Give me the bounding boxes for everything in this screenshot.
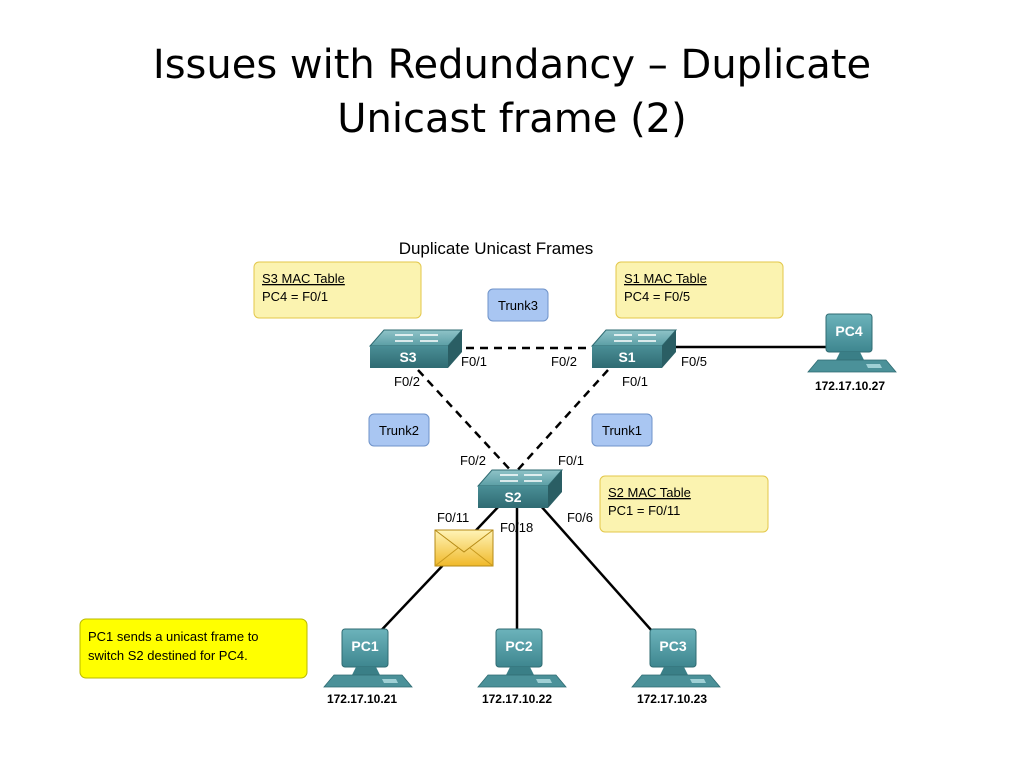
envelope-icon [434, 529, 494, 567]
slide-title-line2: Unicast frame (2) [337, 96, 687, 142]
pc3-ip: 172.17.10.23 [637, 692, 707, 706]
pc1-computer: PC1 172.17.10.21 [323, 628, 413, 706]
s1-port-f05: F0/5 [681, 354, 707, 369]
trunk3-label: Trunk3 [487, 288, 549, 322]
s2-table-title: S2 MAC Table [608, 485, 691, 500]
s1-table-title: S1 MAC Table [624, 271, 707, 286]
pc2-ip: 172.17.10.22 [482, 692, 552, 706]
s2-port-f01: F0/1 [558, 453, 584, 468]
s2-port-f06: F0/6 [567, 510, 593, 525]
pc2-computer: PC2 172.17.10.22 [477, 628, 567, 706]
switch-s3: S3 [368, 329, 464, 368]
s1-port-f01: F0/1 [622, 374, 648, 389]
pc4-computer: PC4 172.17.10.27 [807, 313, 897, 393]
port-labels: F0/1 F0/2 F0/2 F0/5 F0/1 F0/2 F0/1 F0/11… [394, 354, 707, 535]
slide-title: Issues with Redundancy – Duplicate Unica… [0, 38, 1024, 146]
s2-port-f011: F0/11 [437, 510, 469, 525]
switch-arrows-icon [500, 474, 542, 482]
s2-pc3-link [539, 504, 661, 641]
svg-text:Trunk1: Trunk1 [602, 423, 642, 438]
trunk1-link [513, 369, 609, 475]
switch-s1: S1 [590, 329, 678, 368]
trunk1-label: Trunk1 [591, 413, 653, 447]
trunk2-link [417, 369, 515, 475]
slide-title-line1: Issues with Redundancy – Duplicate [152, 42, 872, 88]
switch-arrows-icon [395, 334, 438, 342]
s3-table-title: S3 MAC Table [262, 271, 345, 286]
pc1-ip: 172.17.10.21 [327, 692, 397, 706]
svg-text:Trunk2: Trunk2 [379, 423, 419, 438]
s3-table-entry: PC4 = F0/1 [262, 289, 328, 304]
s2-pc1-link [371, 504, 501, 641]
s1-mac-table-note: S1 MAC Table PC4 = F0/5 [615, 261, 784, 319]
svg-text:Trunk3: Trunk3 [498, 298, 538, 313]
s2-table-entry: PC1 = F0/11 [608, 503, 680, 518]
pc1-label: PC1 [351, 638, 378, 654]
trunk2-label: Trunk2 [368, 413, 430, 447]
s3-port-f02: F0/2 [394, 374, 420, 389]
s3-port-f01: F0/1 [461, 354, 487, 369]
switch-s2: S2 [476, 469, 564, 508]
s2-label: S2 [504, 489, 521, 505]
pc4-ip: 172.17.10.27 [815, 379, 885, 393]
s3-mac-table-note: S3 MAC Table PC4 = F0/1 [253, 261, 422, 319]
s2-port-f018: F0/18 [500, 520, 533, 535]
pc1-sends-note: PC1 sends a unicast frame to switch S2 d… [79, 618, 308, 679]
pc4-label: PC4 [835, 323, 862, 339]
switch-arrows-icon [614, 334, 656, 342]
pc1-note-line1: PC1 sends a unicast frame to [88, 629, 259, 644]
s2-mac-table-note: S2 MAC Table PC1 = F0/11 [599, 475, 769, 533]
s1-label: S1 [618, 349, 635, 365]
pc2-label: PC2 [505, 638, 532, 654]
s2-port-f02: F0/2 [460, 453, 486, 468]
pc3-computer: PC3 172.17.10.23 [631, 628, 721, 706]
s1-table-entry: PC4 = F0/5 [624, 289, 690, 304]
s1-port-f02: F0/2 [551, 354, 577, 369]
links [371, 345, 830, 641]
pc1-note-line2: switch S2 destined for PC4. [88, 648, 248, 663]
s3-label: S3 [399, 349, 416, 365]
diagram-heading: Duplicate Unicast Frames [399, 239, 594, 258]
pc3-label: PC3 [659, 638, 686, 654]
